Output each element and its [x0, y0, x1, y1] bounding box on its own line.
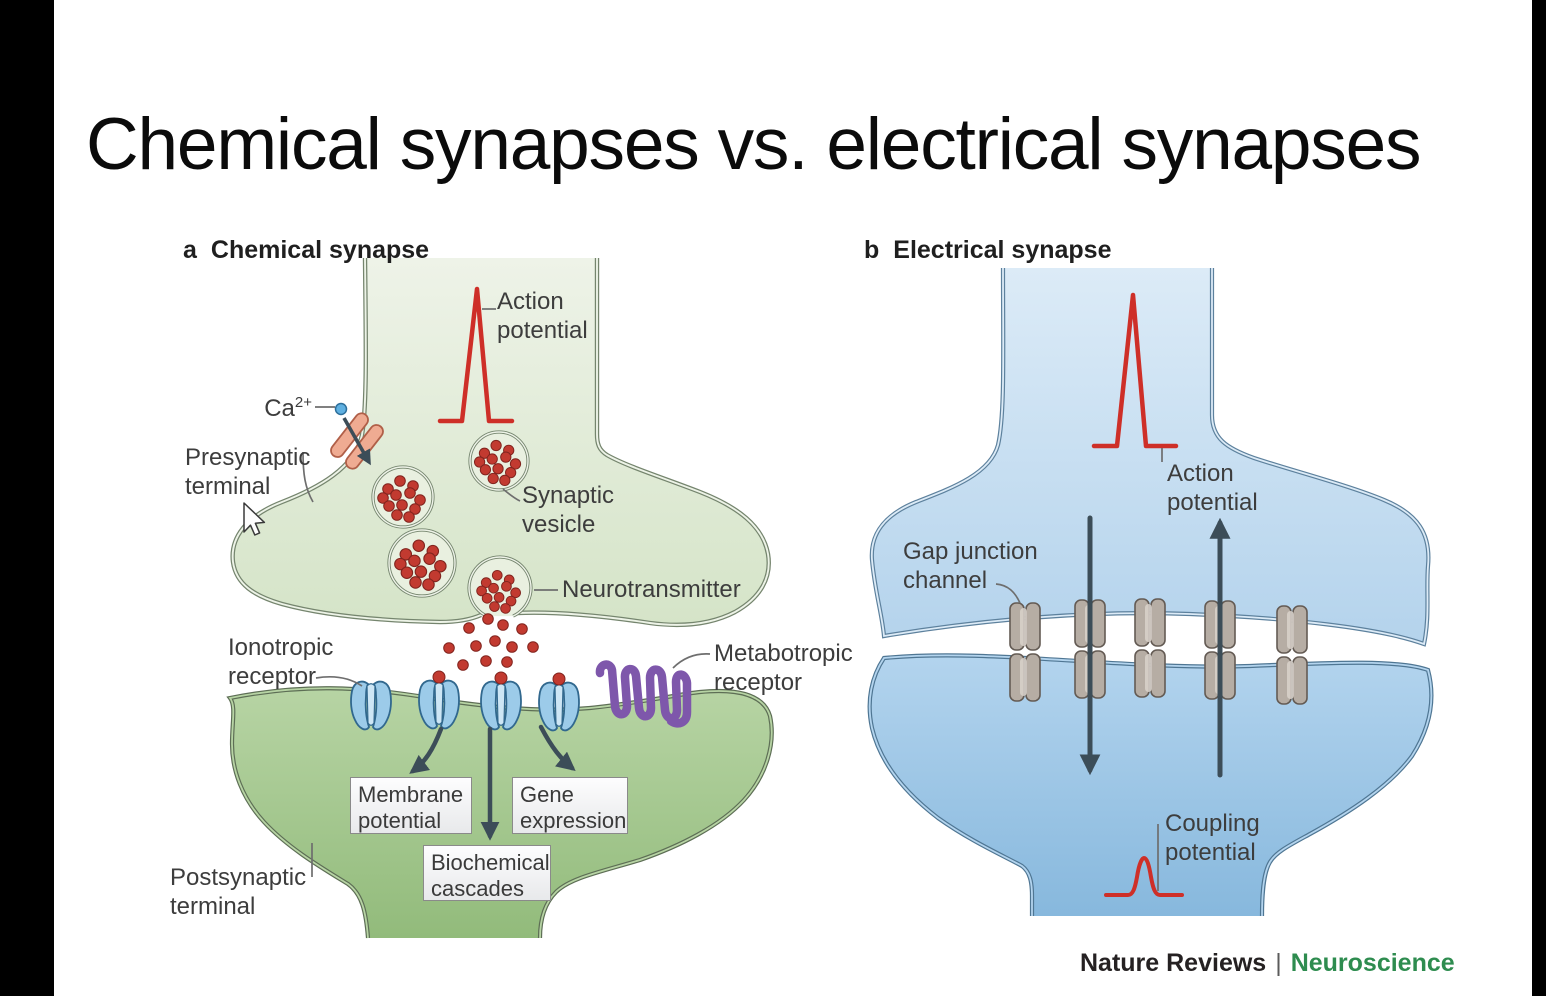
label-ionotropic-receptor: Ionotropic receptor	[228, 634, 334, 690]
vesicle	[371, 465, 435, 529]
calcium-channel	[330, 412, 384, 470]
ionotropic-receptors	[350, 679, 580, 732]
label-neurotransmitter: Neurotransmitter	[562, 576, 741, 603]
journal-name: Nature Reviews	[1080, 949, 1267, 977]
postsynaptic-terminal-b-shape	[867, 653, 1434, 917]
panel-a-heading: a Chemical synapse	[183, 236, 429, 265]
panel-a-title: Chemical synapse	[210, 236, 430, 264]
journal-section: Neuroscience	[1290, 949, 1455, 977]
biochemical-cascades-box: Biochemical cascades	[423, 845, 551, 901]
label-action-potential-a: Action potential	[497, 288, 588, 344]
journal-separator: |	[1275, 949, 1282, 977]
label-synaptic-vesicle: Synaptic vesicle	[522, 482, 615, 538]
label-action-potential-b: Action potential	[1167, 460, 1258, 516]
action-potential-trace-b	[1091, 292, 1179, 449]
journal-credit: Nature Reviews | Neuroscience	[1080, 949, 1455, 978]
label-metabotropic-receptor: Metabotropic receptor	[714, 640, 853, 696]
label-calcium: Ca2+	[264, 394, 312, 422]
mouse-cursor-icon	[243, 502, 266, 536]
panel-a-index: a	[183, 236, 197, 264]
slide-title: Chemical synapses vs. electrical synapse…	[86, 103, 1422, 185]
label-postsynaptic-terminal: Postsynaptic terminal	[170, 864, 307, 920]
label-presynaptic-terminal: Presynaptic terminal	[185, 444, 311, 500]
current-flow-arrows	[1079, 515, 1231, 778]
panel-b-title: Electrical synapse	[893, 236, 1112, 264]
letterbox-right-bar	[1532, 0, 1546, 996]
bound-neurotransmitter-dots	[432, 670, 566, 686]
synaptic-vesicles	[371, 430, 533, 618]
metabotropic-receptor-shape	[595, 660, 692, 728]
panel-b-heading: b Electrical synapse	[864, 236, 1111, 265]
fusing-vesicle	[467, 555, 533, 618]
label-gap-junction-channel: Gap junction channel	[903, 538, 1038, 594]
label-coupling-potential: Coupling potential	[1165, 810, 1260, 866]
vesicle	[387, 528, 457, 598]
letterbox-left-bar	[0, 0, 54, 996]
calcium-ion	[334, 402, 348, 416]
calcium-entry-arrow	[342, 417, 371, 466]
gene-expression-box: Gene expression	[512, 777, 628, 834]
gap-junction-channels	[1009, 598, 1308, 705]
membrane-potential-box: Membrane potential	[350, 777, 472, 834]
panel-b-index: b	[864, 236, 880, 264]
released-neurotransmitter-dots	[443, 613, 539, 671]
vesicle	[468, 430, 530, 492]
